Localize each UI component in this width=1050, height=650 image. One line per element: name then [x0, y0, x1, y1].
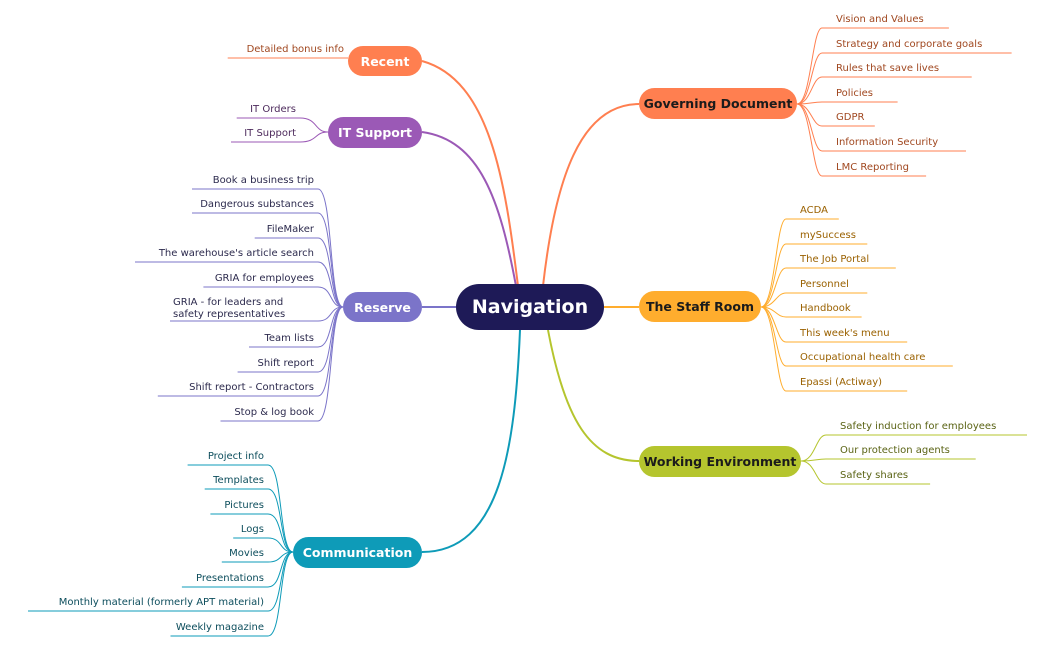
connector-line: [800, 460, 827, 485]
leaf-reserve[interactable]: Book a business trip: [212, 175, 314, 186]
leaf-staff-room[interactable]: ACDA: [800, 205, 829, 216]
leaf-reserve[interactable]: Team lists: [264, 333, 314, 344]
leaf-governing-document[interactable]: Policies: [836, 88, 873, 99]
leaf-reserve[interactable]: Shift report: [257, 358, 314, 369]
connector-line: [317, 306, 344, 422]
branch-reserve[interactable]: Reserve: [343, 292, 422, 322]
leaf-reserve[interactable]: GRIA - for leaders and safety representa…: [173, 297, 286, 320]
leaf-governing-document[interactable]: Strategy and corporate goals: [836, 39, 983, 50]
leaf-staff-room[interactable]: Occupational health care: [800, 352, 926, 363]
leaf-staff-room[interactable]: Epassi (Actiway): [800, 377, 883, 388]
center-node-navigation[interactable]: Navigation: [456, 284, 604, 330]
connector-line: [267, 551, 294, 612]
connector-line: [299, 131, 329, 143]
branch-staff-room[interactable]: The Staff Room: [639, 291, 761, 322]
branch-it-support[interactable]: IT Support: [328, 117, 422, 148]
connector-line: [542, 103, 640, 287]
leaf-staff-room[interactable]: Handbook: [800, 303, 851, 314]
connector-line: [267, 537, 294, 553]
leaf-communication[interactable]: Movies: [229, 548, 264, 559]
leaf-working-environment[interactable]: Safety induction for employees: [840, 421, 997, 432]
leaf-staff-room[interactable]: Personnel: [800, 279, 849, 290]
connector-line: [317, 261, 344, 308]
connector-line: [317, 212, 344, 308]
leaf-governing-document[interactable]: LMC Reporting: [836, 162, 909, 173]
connector-line: [317, 286, 344, 308]
connector-line: [760, 306, 787, 392]
leaf-governing-document[interactable]: Information Security: [836, 137, 939, 148]
connector-line: [796, 103, 823, 152]
leaf-communication[interactable]: Project info: [207, 451, 264, 462]
branch-working-environment[interactable]: Working Environment: [639, 446, 801, 477]
connector-line: [317, 306, 344, 373]
connector-line: [267, 464, 294, 553]
leaf-reserve[interactable]: Shift report - Contractors: [189, 382, 314, 393]
connector-line: [267, 488, 294, 553]
branch-governing-document[interactable]: Governing Document: [639, 88, 797, 119]
branch-recent[interactable]: Recent: [348, 46, 422, 76]
leaf-communication[interactable]: Weekly magazine: [175, 622, 264, 633]
connector-line: [796, 52, 823, 105]
leaf-it-support[interactable]: IT Support: [244, 128, 296, 139]
leaf-communication[interactable]: Templates: [213, 475, 264, 486]
connector-line: [760, 218, 787, 308]
connector-line: [796, 76, 823, 105]
leaf-reserve[interactable]: Dangerous substances: [200, 199, 314, 210]
connector-line: [421, 60, 519, 287]
connector-line: [547, 329, 640, 462]
connector-line: [760, 306, 787, 343]
leaf-reserve[interactable]: The warehouse's article search: [158, 248, 314, 259]
leaf-recent[interactable]: Detailed bonus info: [246, 44, 344, 55]
connector-line: [299, 117, 329, 133]
leaf-staff-room[interactable]: The Job Portal: [800, 254, 870, 265]
connector-line: [760, 243, 787, 308]
connector-line: [267, 513, 294, 553]
connector-line: [760, 292, 787, 308]
leaf-communication[interactable]: Monthly material (formerly APT material): [58, 597, 264, 608]
connector-line: [421, 131, 517, 287]
branch-communication[interactable]: Communication: [293, 537, 422, 568]
leaf-governing-document[interactable]: Vision and Values: [836, 14, 924, 25]
connector-line: [760, 267, 787, 308]
leaf-governing-document[interactable]: Rules that save lives: [836, 63, 940, 74]
leaf-communication[interactable]: Presentations: [195, 573, 264, 584]
leaf-it-support[interactable]: IT Orders: [250, 104, 296, 115]
leaf-reserve[interactable]: FileMaker: [266, 224, 314, 235]
leaf-staff-room[interactable]: mySuccess: [800, 230, 856, 241]
connector-line: [800, 434, 827, 462]
leaf-working-environment[interactable]: Safety shares: [840, 470, 909, 481]
leaf-reserve[interactable]: GRIA for employees: [214, 273, 314, 284]
connector-line: [796, 103, 823, 177]
connector-line: [267, 551, 294, 637]
leaf-communication[interactable]: Logs: [240, 524, 264, 535]
leaf-staff-room[interactable]: This week's menu: [800, 328, 890, 339]
leaf-governing-document[interactable]: GDPR: [836, 112, 865, 123]
leaf-communication[interactable]: Pictures: [224, 500, 264, 511]
connector-line: [421, 329, 521, 553]
leaf-working-environment[interactable]: Our protection agents: [840, 445, 950, 456]
leaf-reserve[interactable]: Stop & log book: [234, 407, 314, 418]
connector-line: [796, 27, 823, 105]
connector-line: [317, 188, 344, 308]
